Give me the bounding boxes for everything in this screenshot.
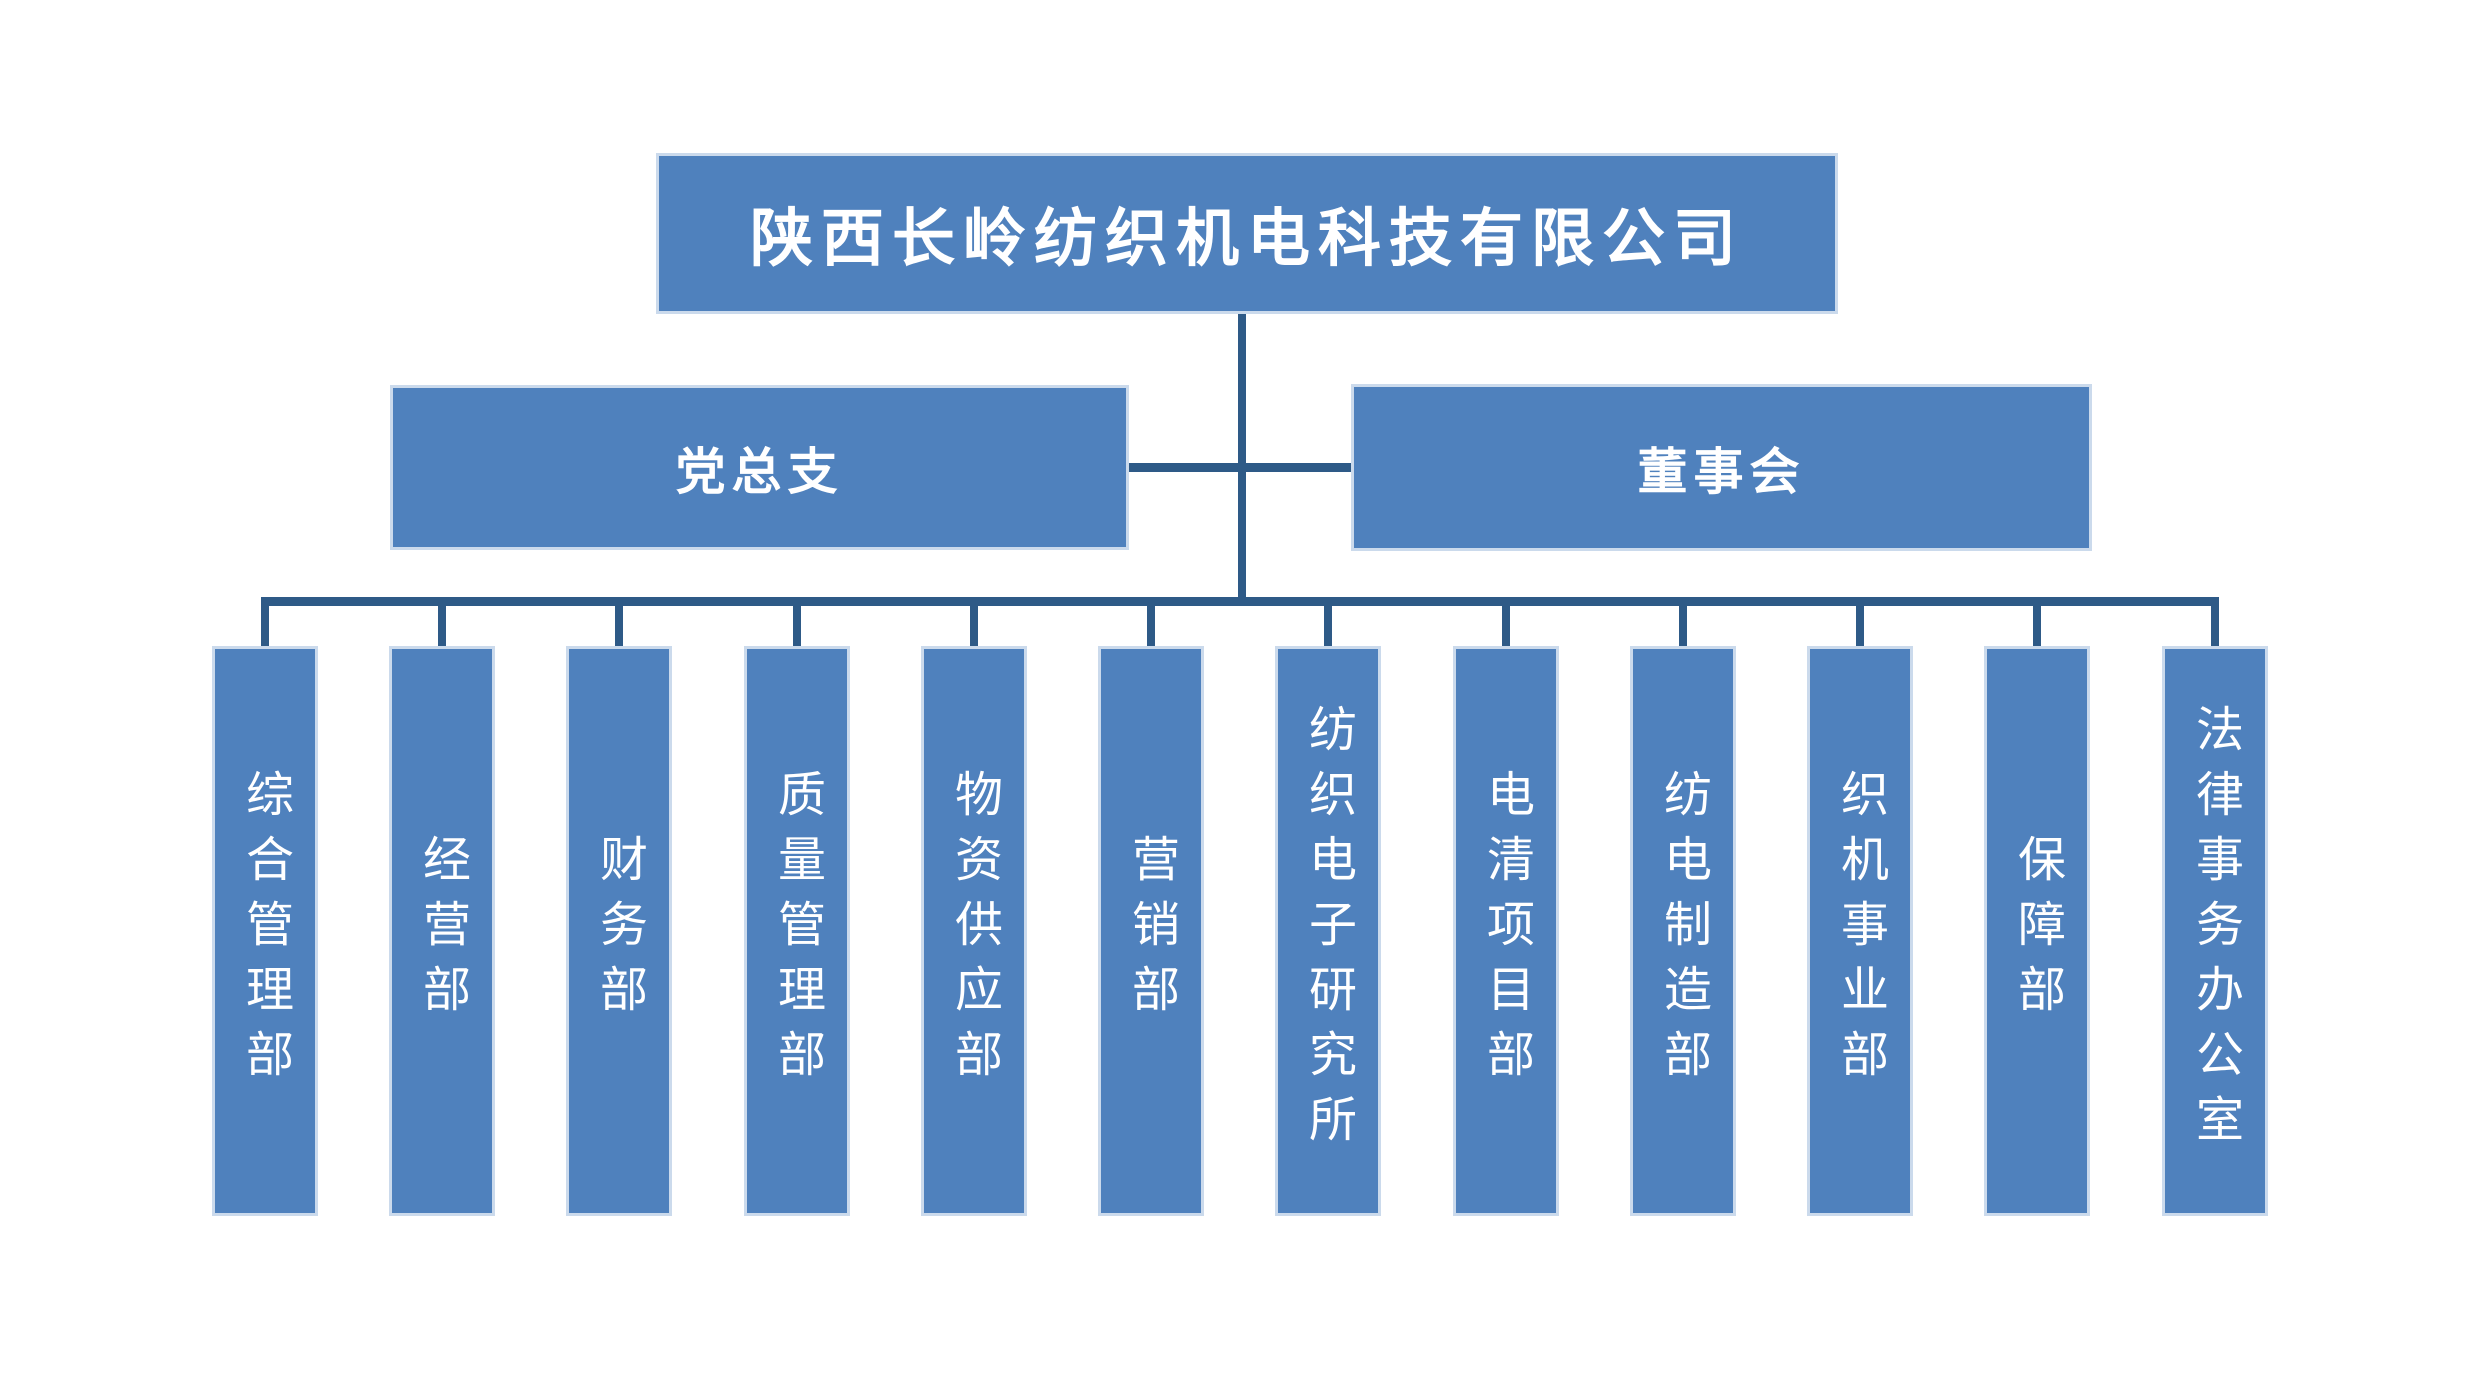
dept-label: 经营部 <box>414 833 470 1029</box>
org-node-dept-textile-electronics-institute: 纺织电子研究所 <box>1275 646 1381 1216</box>
org-node-dept-material-supply: 物资供应部 <box>921 646 1027 1216</box>
party-branch-label: 党总支 <box>675 443 844 500</box>
org-node-dept-legal-affairs-office: 法律事务办公室 <box>2162 646 2268 1216</box>
dept-label: 财务部 <box>591 833 647 1029</box>
org-node-dept-general-management: 综合管理部 <box>212 646 318 1216</box>
dept-label: 电清项目部 <box>1478 768 1534 1094</box>
dept-label: 纺织电子研究所 <box>1300 703 1356 1159</box>
connector-drop-6 <box>1147 604 1155 650</box>
connector-drop-2 <box>438 604 446 650</box>
board-label: 董事会 <box>1637 443 1806 500</box>
org-node-dept-support: 保障部 <box>1984 646 2090 1216</box>
connector-drop-9 <box>1679 604 1687 650</box>
connector-drop-10 <box>1856 604 1864 650</box>
org-node-dept-textile-electric-manufacturing: 纺电制造部 <box>1630 646 1736 1216</box>
org-node-dept-quality-management: 质量管理部 <box>744 646 850 1216</box>
dept-label: 法律事务办公室 <box>2187 703 2243 1159</box>
connector-drop-1 <box>261 604 269 650</box>
connector-drop-4 <box>793 604 801 650</box>
connector-drop-7 <box>1324 604 1332 650</box>
connector-party-board-line <box>1129 463 1351 472</box>
org-node-party-branch: 党总支 <box>390 385 1129 550</box>
org-node-dept-operations: 经营部 <box>389 646 495 1216</box>
dept-label: 保障部 <box>2009 833 2065 1029</box>
dept-label: 综合管理部 <box>237 768 293 1094</box>
dept-label: 营销部 <box>1123 833 1179 1029</box>
connector-drop-12 <box>2211 604 2219 650</box>
connector-drop-3 <box>615 604 623 650</box>
org-node-board: 董事会 <box>1351 384 2092 551</box>
org-node-dept-finance: 财务部 <box>566 646 672 1216</box>
connector-drop-11 <box>2033 604 2041 650</box>
connector-trunk-line <box>1238 312 1246 600</box>
connector-bus-line <box>261 597 2219 606</box>
connector-drop-8 <box>1502 604 1510 650</box>
dept-label: 织机事业部 <box>1832 768 1888 1094</box>
org-node-company: 陕西长岭纺织机电科技有限公司 <box>656 153 1838 314</box>
org-node-dept-yarn-clearer-project: 电清项目部 <box>1453 646 1559 1216</box>
org-node-dept-loom-business: 织机事业部 <box>1807 646 1913 1216</box>
dept-label: 纺电制造部 <box>1655 768 1711 1094</box>
dept-label: 质量管理部 <box>769 768 825 1094</box>
dept-label: 物资供应部 <box>946 768 1002 1094</box>
org-node-dept-marketing: 营销部 <box>1098 646 1204 1216</box>
connector-drop-5 <box>970 604 978 650</box>
company-name-label: 陕西长岭纺织机电科技有限公司 <box>750 204 1744 274</box>
